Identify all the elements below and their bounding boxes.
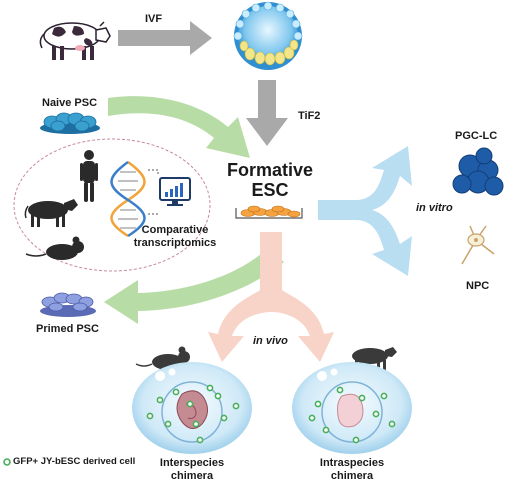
in-vivo-label: in vivo [253, 335, 288, 347]
comparative-line1: Comparative [141, 224, 209, 236]
petri-dish-icon [235, 205, 303, 219]
mouse-silhouette-icon [25, 236, 84, 260]
in-vitro-arrow [318, 146, 412, 276]
formative-title-line1: Formative [226, 160, 314, 180]
intraspecies-chimera-label: Intraspecies chimera [302, 457, 402, 483]
primed-psc-colony-icon [40, 292, 96, 317]
human-icon [80, 150, 98, 202]
comparative-ellipse [13, 138, 211, 272]
tif2-label: TiF2 [298, 110, 321, 122]
in-vitro-label: in vitro [416, 202, 453, 214]
legend-label: GFP+ JY-bESC derived cell [13, 456, 136, 467]
naive-to-formative-arrow [108, 96, 250, 158]
cow-silhouette-icon [24, 199, 78, 227]
legend-gfp-marker [3, 458, 11, 466]
intraspecies-chimera-bubble [292, 362, 412, 454]
pgc-cluster-icon [452, 147, 504, 196]
npc-label: NPC [466, 280, 490, 292]
intraspecies-line2: chimera [330, 470, 374, 482]
tif2-arrow [246, 80, 288, 146]
monitor-chart-icon [159, 177, 191, 206]
comparative-transcriptomics-label: Comparative transcriptomics [120, 224, 230, 250]
interspecies-chimera-bubble [132, 362, 252, 454]
ivf-arrow [118, 21, 212, 55]
formative-esc-title: Formative ESC [222, 160, 318, 200]
blastocyst-icon [233, 1, 303, 70]
formative-to-primed-arrow [104, 248, 284, 324]
ivf-label: IVF [145, 13, 163, 25]
interspecies-line2: chimera [170, 470, 214, 482]
gfp-cells [146, 384, 396, 444]
naive-psc-colony-icon [40, 112, 100, 134]
cow-chimera-icon [352, 347, 397, 371]
primed-psc-label: Primed PSC [36, 323, 99, 335]
interspecies-line1: Interspecies [159, 457, 225, 469]
comparative-line2: transcriptomics [133, 237, 217, 249]
neuron-icon [461, 225, 495, 265]
naive-psc-label: Naive PSC [42, 97, 98, 109]
formative-title-line2: ESC [251, 180, 289, 200]
pgc-lc-label: PGC-LC [455, 130, 498, 142]
dna-icon [110, 160, 159, 238]
interspecies-chimera-label: Interspecies chimera [142, 457, 242, 483]
cow-icon [39, 21, 111, 60]
intraspecies-line1: Intraspecies [319, 457, 385, 469]
in-vivo-arrow [208, 232, 334, 362]
